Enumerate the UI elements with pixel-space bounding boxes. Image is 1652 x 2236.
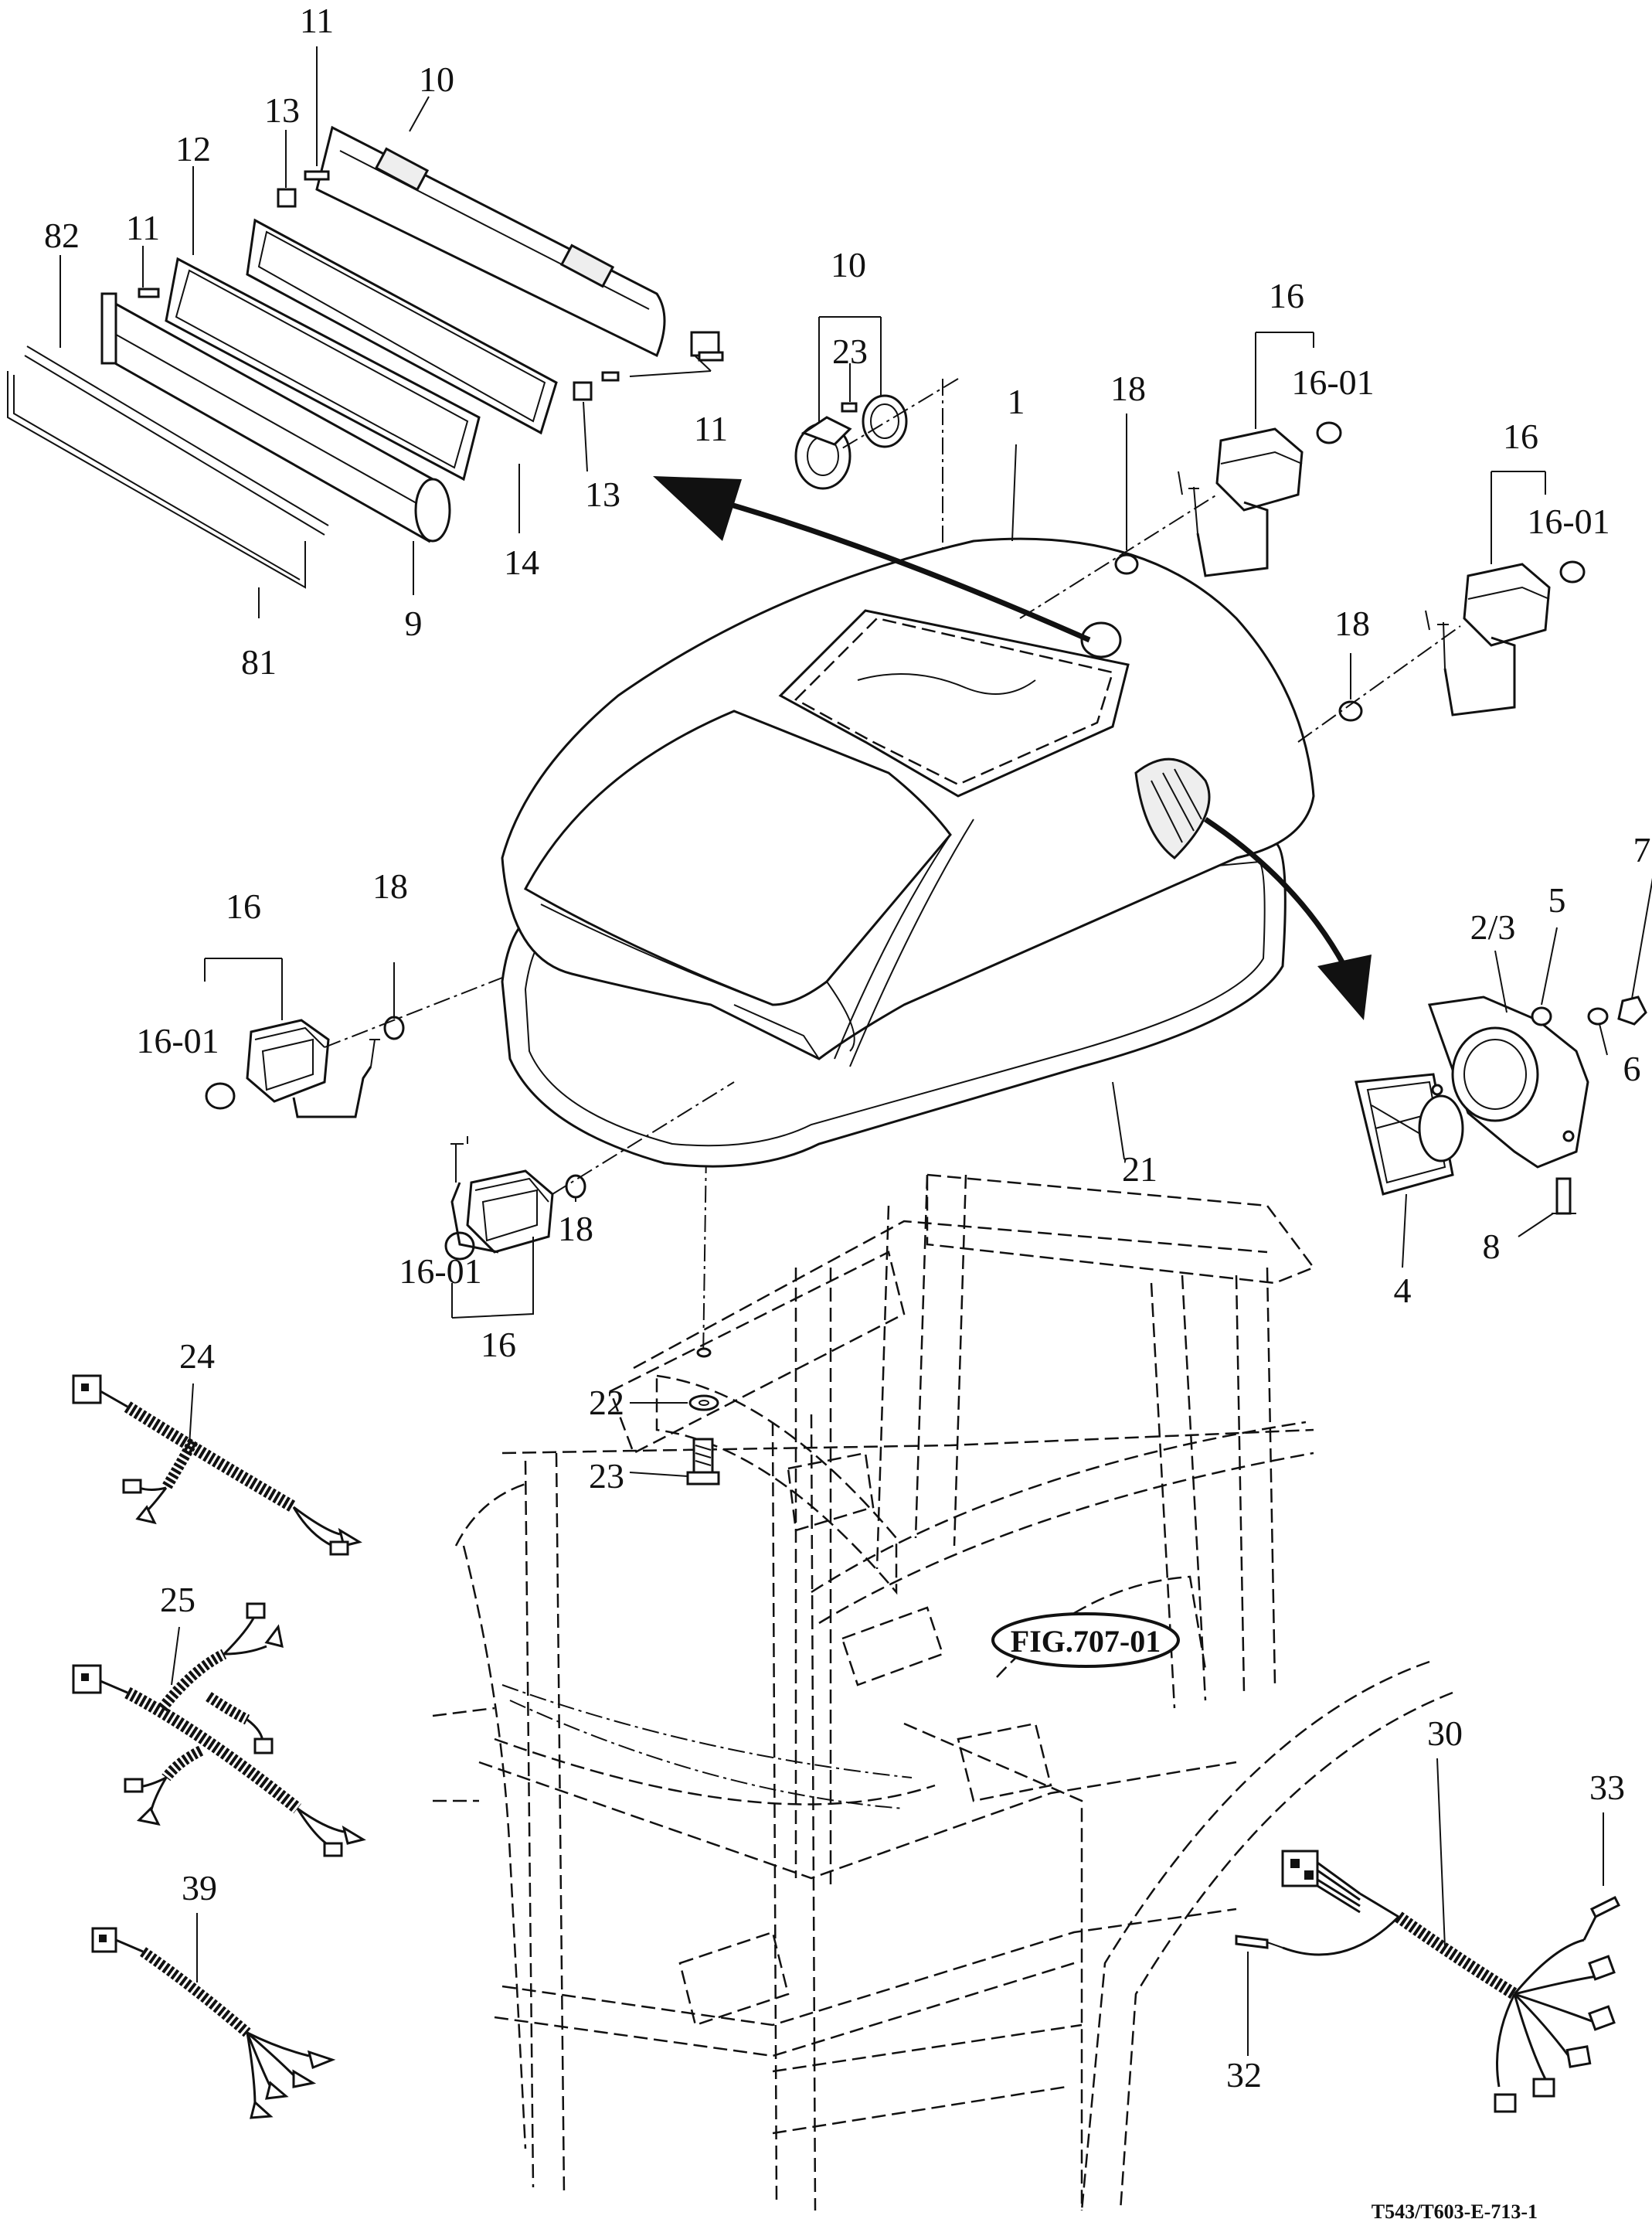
work-light-16-right — [1297, 471, 1586, 743]
callout-13: 13 — [264, 90, 300, 130]
callout-25: 25 — [160, 1580, 195, 1619]
callout-18: 18 — [1110, 369, 1146, 408]
callout-33: 33 — [1589, 1768, 1625, 1807]
callout-21: 21 — [1122, 1149, 1157, 1189]
callout-11: 11 — [126, 208, 160, 247]
callout-18: 18 — [558, 1209, 593, 1248]
callout-labels: 11 10 13 12 11 82 11 13 14 9 81 10 23 1 … — [44, 1, 1651, 2095]
callout-1: 1 — [1008, 382, 1025, 421]
callout-7: 7 — [1633, 830, 1651, 870]
callout-18: 18 — [1334, 604, 1370, 643]
callout-10: 10 — [831, 245, 866, 284]
cab-frame — [432, 1173, 1453, 2211]
callout-14: 14 — [504, 543, 539, 582]
callout-5: 5 — [1548, 880, 1566, 920]
callout-16-01: 16-01 — [1291, 362, 1374, 402]
roof-fasteners — [629, 1347, 720, 1486]
leader-21 — [1112, 1081, 1125, 1160]
callout-2-3: 2/3 — [1470, 907, 1516, 947]
callout-9: 9 — [405, 604, 423, 643]
cab-roof — [501, 537, 1315, 1168]
figure-reference[interactable]: FIG.707-01 — [991, 1612, 1180, 1668]
callout-16: 16 — [1269, 276, 1304, 315]
beacon-mount-parts — [794, 316, 959, 490]
leader-1 — [1011, 444, 1017, 542]
drawing-code: T543/T603-E-713-1 — [1372, 2200, 1538, 2223]
work-light-16-upper — [1019, 332, 1342, 619]
work-light-assembly — [7, 46, 724, 618]
callout-16-01: 16-01 — [1527, 502, 1610, 541]
callout-23: 23 — [832, 332, 868, 371]
work-light-16-lower — [444, 1081, 735, 1319]
callout-12: 12 — [175, 129, 211, 168]
callout-11: 11 — [300, 1, 334, 40]
speaker-assembly — [1355, 877, 1652, 1268]
callout-16-01: 16-01 — [136, 1021, 219, 1060]
callout-6: 6 — [1623, 1049, 1641, 1088]
harness-24 — [72, 1374, 362, 1556]
callout-8: 8 — [1483, 1227, 1501, 1266]
harness-39 — [91, 1913, 336, 2119]
callout-16-01: 16-01 — [399, 1251, 481, 1291]
work-light-16-left — [204, 958, 503, 1118]
callout-30: 30 — [1427, 1714, 1463, 1753]
callout-16: 16 — [481, 1325, 516, 1364]
callout-16: 16 — [1503, 417, 1538, 456]
callout-24: 24 — [179, 1336, 215, 1376]
callout-39: 39 — [182, 1868, 217, 1908]
callout-23: 23 — [589, 1456, 624, 1496]
callout-4: 4 — [1394, 1271, 1412, 1310]
callout-22: 22 — [589, 1383, 624, 1422]
callout-82: 82 — [44, 216, 80, 255]
figure-ref-label: FIG.707-01 — [1011, 1624, 1161, 1659]
callout-18: 18 — [372, 866, 408, 906]
callout-11: 11 — [694, 409, 728, 448]
callout-13: 13 — [585, 475, 620, 514]
harness-25 — [72, 1602, 366, 1857]
callout-10: 10 — [419, 60, 454, 99]
callout-81: 81 — [241, 642, 277, 682]
harness-30 — [1235, 1758, 1621, 2113]
callout-32: 32 — [1226, 2055, 1262, 2095]
callout-16: 16 — [226, 887, 261, 926]
